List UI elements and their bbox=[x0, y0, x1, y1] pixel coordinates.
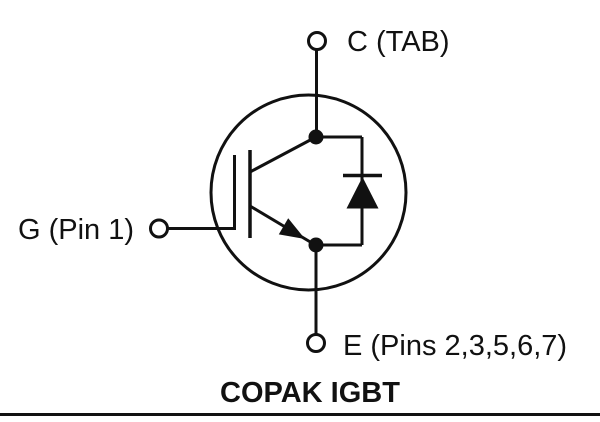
emitter-arrow-icon bbox=[278, 218, 305, 239]
gate-label: G (Pin 1) bbox=[18, 214, 134, 246]
bottom-rule bbox=[0, 413, 600, 416]
antiparallel-diode-icon bbox=[343, 173, 382, 209]
collector-junction-dot bbox=[308, 129, 324, 145]
figure-caption: COPAK IGBT bbox=[220, 377, 400, 409]
collector-terminal-icon bbox=[307, 31, 327, 51]
emitter-terminal-icon bbox=[306, 333, 326, 353]
gate-lead-wire bbox=[168, 155, 236, 230]
emitter-junction-dot bbox=[308, 237, 324, 253]
gate-terminal-icon bbox=[149, 218, 169, 239]
emitter-label: E (Pins 2,3,5,6,7) bbox=[343, 330, 567, 362]
diode-anode-triangle bbox=[346, 177, 379, 209]
collector-label: C (TAB) bbox=[347, 26, 450, 58]
igbt-symbol bbox=[248, 136, 315, 245]
package-circle bbox=[209, 93, 408, 292]
igbt-collector-diagonal bbox=[249, 136, 315, 174]
